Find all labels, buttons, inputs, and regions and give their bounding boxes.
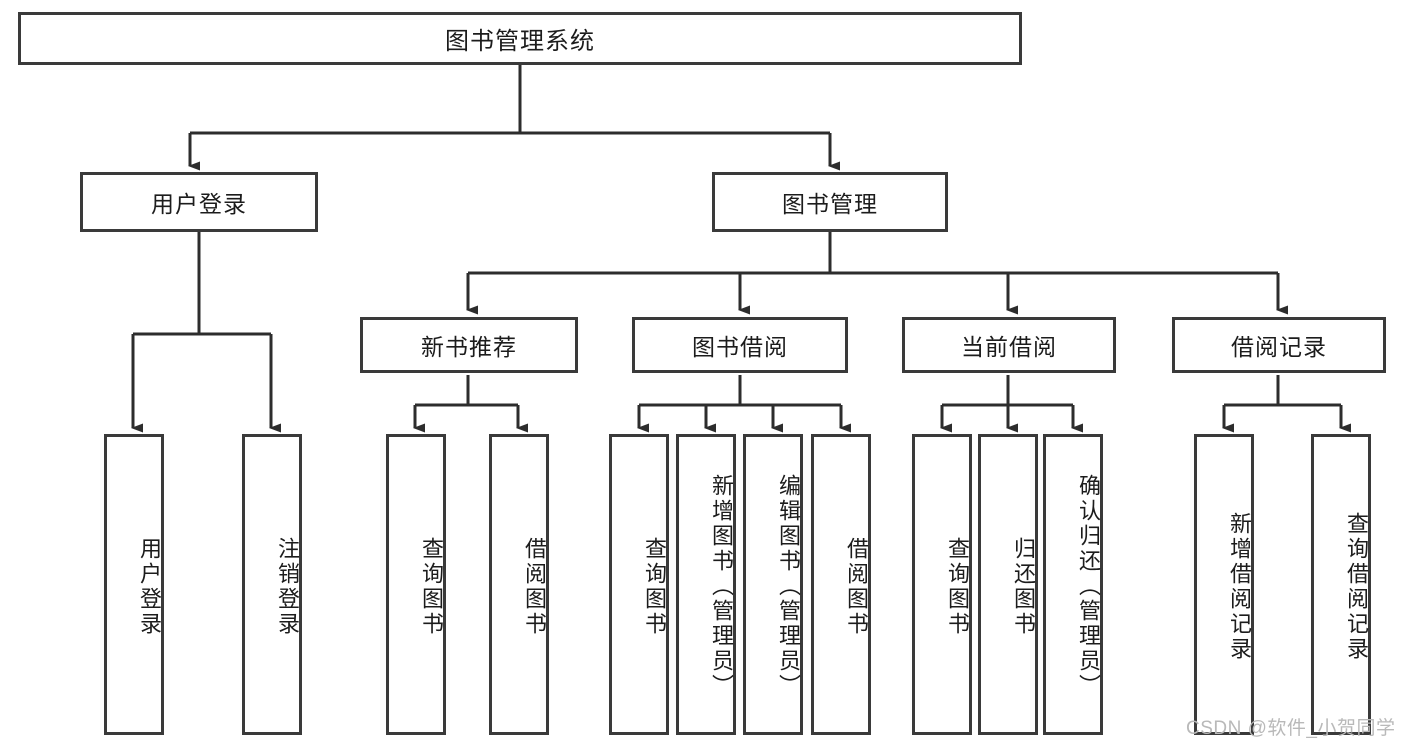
watermark-text: CSDN @软件_小贺同学 xyxy=(1186,718,1396,739)
leaf-new-book-borrow[interactable]: 借阅图书 xyxy=(489,434,549,735)
node-book-management-label: 图书管理 xyxy=(782,191,878,217)
leaf-record-query[interactable]: 查询借阅记录 xyxy=(1311,434,1371,735)
leaf-label: 确认归还（管理员） xyxy=(1076,474,1101,699)
leaf-borrow-query-book[interactable]: 查询图书 xyxy=(609,434,669,735)
node-book-borrow[interactable]: 图书借阅 xyxy=(632,317,848,373)
node-user-login[interactable]: 用户登录 xyxy=(80,172,318,232)
leaf-borrow-borrow-book[interactable]: 借阅图书 xyxy=(811,434,871,735)
leaf-label: 归还图书 xyxy=(1011,536,1036,637)
node-user-login-label: 用户登录 xyxy=(151,191,247,217)
leaf-current-query-book[interactable]: 查询图书 xyxy=(912,434,972,735)
leaf-label: 用户登录 xyxy=(137,536,162,637)
leaf-label: 注销登录 xyxy=(275,536,300,637)
node-book-borrow-label: 图书借阅 xyxy=(692,334,788,360)
node-borrow-record-label: 借阅记录 xyxy=(1231,334,1327,360)
node-current-borrow[interactable]: 当前借阅 xyxy=(902,317,1116,373)
node-book-management[interactable]: 图书管理 xyxy=(712,172,948,232)
leaf-label: 编辑图书（管理员） xyxy=(776,474,801,699)
leaf-label: 新增图书（管理员） xyxy=(709,474,734,699)
leaf-current-confirm-return[interactable]: 确认归还（管理员） xyxy=(1043,434,1103,735)
leaf-user-login-login[interactable]: 用户登录 xyxy=(104,434,164,735)
leaf-current-return-book[interactable]: 归还图书 xyxy=(978,434,1038,735)
leaf-user-login-logout[interactable]: 注销登录 xyxy=(242,434,302,735)
leaf-borrow-add-book[interactable]: 新增图书（管理员） xyxy=(676,434,736,735)
leaf-label: 查询图书 xyxy=(945,536,970,637)
leaf-label: 查询借阅记录 xyxy=(1344,511,1369,662)
node-root-label: 图书管理系统 xyxy=(445,28,595,55)
node-current-borrow-label: 当前借阅 xyxy=(961,334,1057,360)
leaf-borrow-edit-book[interactable]: 编辑图书（管理员） xyxy=(743,434,803,735)
node-root[interactable]: 图书管理系统 xyxy=(18,12,1022,65)
leaf-new-book-query[interactable]: 查询图书 xyxy=(386,434,446,735)
leaf-label: 新增借阅记录 xyxy=(1227,511,1252,662)
node-new-book-recommend[interactable]: 新书推荐 xyxy=(360,317,578,373)
node-borrow-record[interactable]: 借阅记录 xyxy=(1172,317,1386,373)
leaf-label: 查询图书 xyxy=(642,536,667,637)
leaf-record-add[interactable]: 新增借阅记录 xyxy=(1194,434,1254,735)
leaf-label: 借阅图书 xyxy=(522,536,547,637)
node-new-book-recommend-label: 新书推荐 xyxy=(421,334,517,360)
leaf-label: 借阅图书 xyxy=(844,536,869,637)
leaf-label: 查询图书 xyxy=(419,536,444,637)
